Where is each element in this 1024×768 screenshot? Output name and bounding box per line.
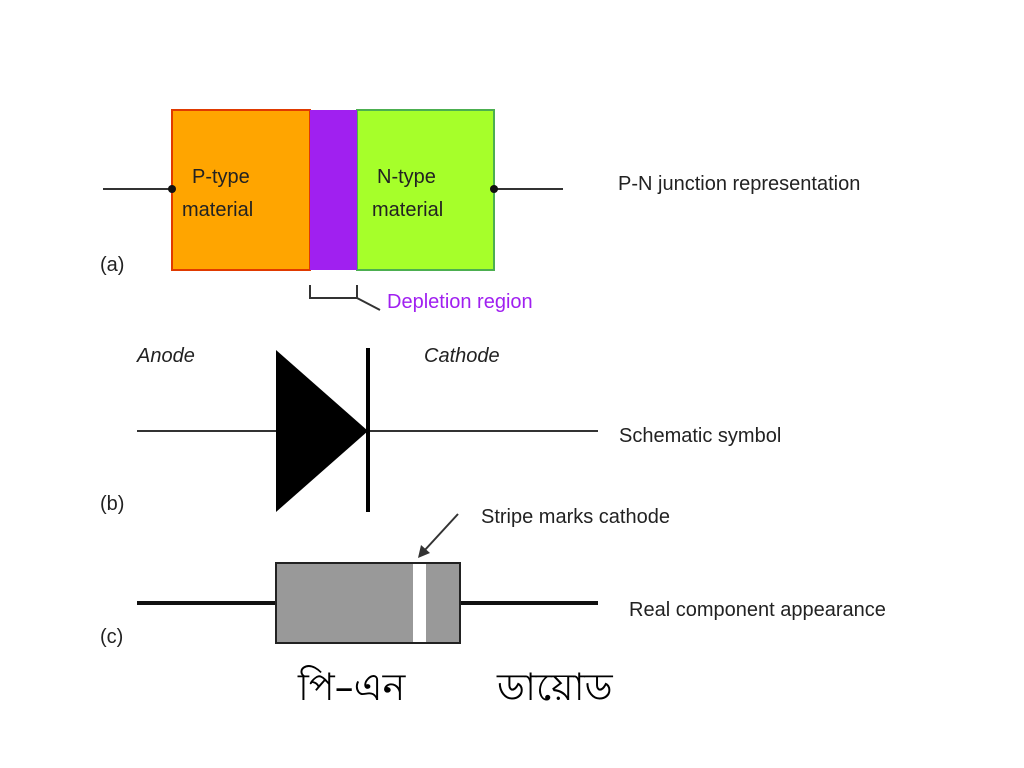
pn-left-terminal-dot (168, 185, 176, 193)
n-type-label-line2: material (372, 199, 443, 221)
footer-word-pn: পি–এন (297, 665, 407, 709)
depletion-region-label: Depletion region (387, 291, 533, 313)
p-type-label-line2: material (182, 199, 253, 221)
n-type-region (356, 109, 495, 271)
n-type-label-line1: N-type (377, 166, 436, 188)
stripe-marks-cathode-label: Stripe marks cathode (481, 506, 670, 528)
depletion-bracket (309, 285, 358, 299)
cathode-stripe (413, 564, 426, 642)
stripe-arrow-head (418, 545, 430, 558)
cathode-label: Cathode (424, 345, 500, 367)
pn-right-terminal-dot (490, 185, 498, 193)
pn-junction-caption: P-N junction representation (618, 173, 860, 195)
schematic-caption: Schematic symbol (619, 425, 781, 447)
pn-junction-diagram: P-type material N-type material Depletio… (100, 109, 860, 313)
stripe-arrow-line (423, 513, 459, 552)
panel-label-c: (c) (100, 626, 123, 648)
diode-component-body (275, 562, 461, 644)
real-component-caption: Real component appearance (629, 599, 886, 621)
real-component-diagram: Stripe marks cathode Real component appe… (100, 506, 886, 648)
depletion-region (310, 110, 357, 270)
footer-word-diode: ডায়োড (496, 665, 614, 709)
panel-label-b: (b) (100, 493, 124, 515)
anode-label: Anode (136, 345, 195, 367)
panel-label-a: (a) (100, 254, 124, 276)
diode-triangle (276, 350, 368, 512)
depletion-pointer-line (356, 297, 381, 311)
schematic-symbol-diagram: Anode Cathode Schematic symbol (b) (100, 345, 781, 515)
p-type-region (171, 109, 311, 271)
p-type-label-line1: P-type (192, 166, 250, 188)
